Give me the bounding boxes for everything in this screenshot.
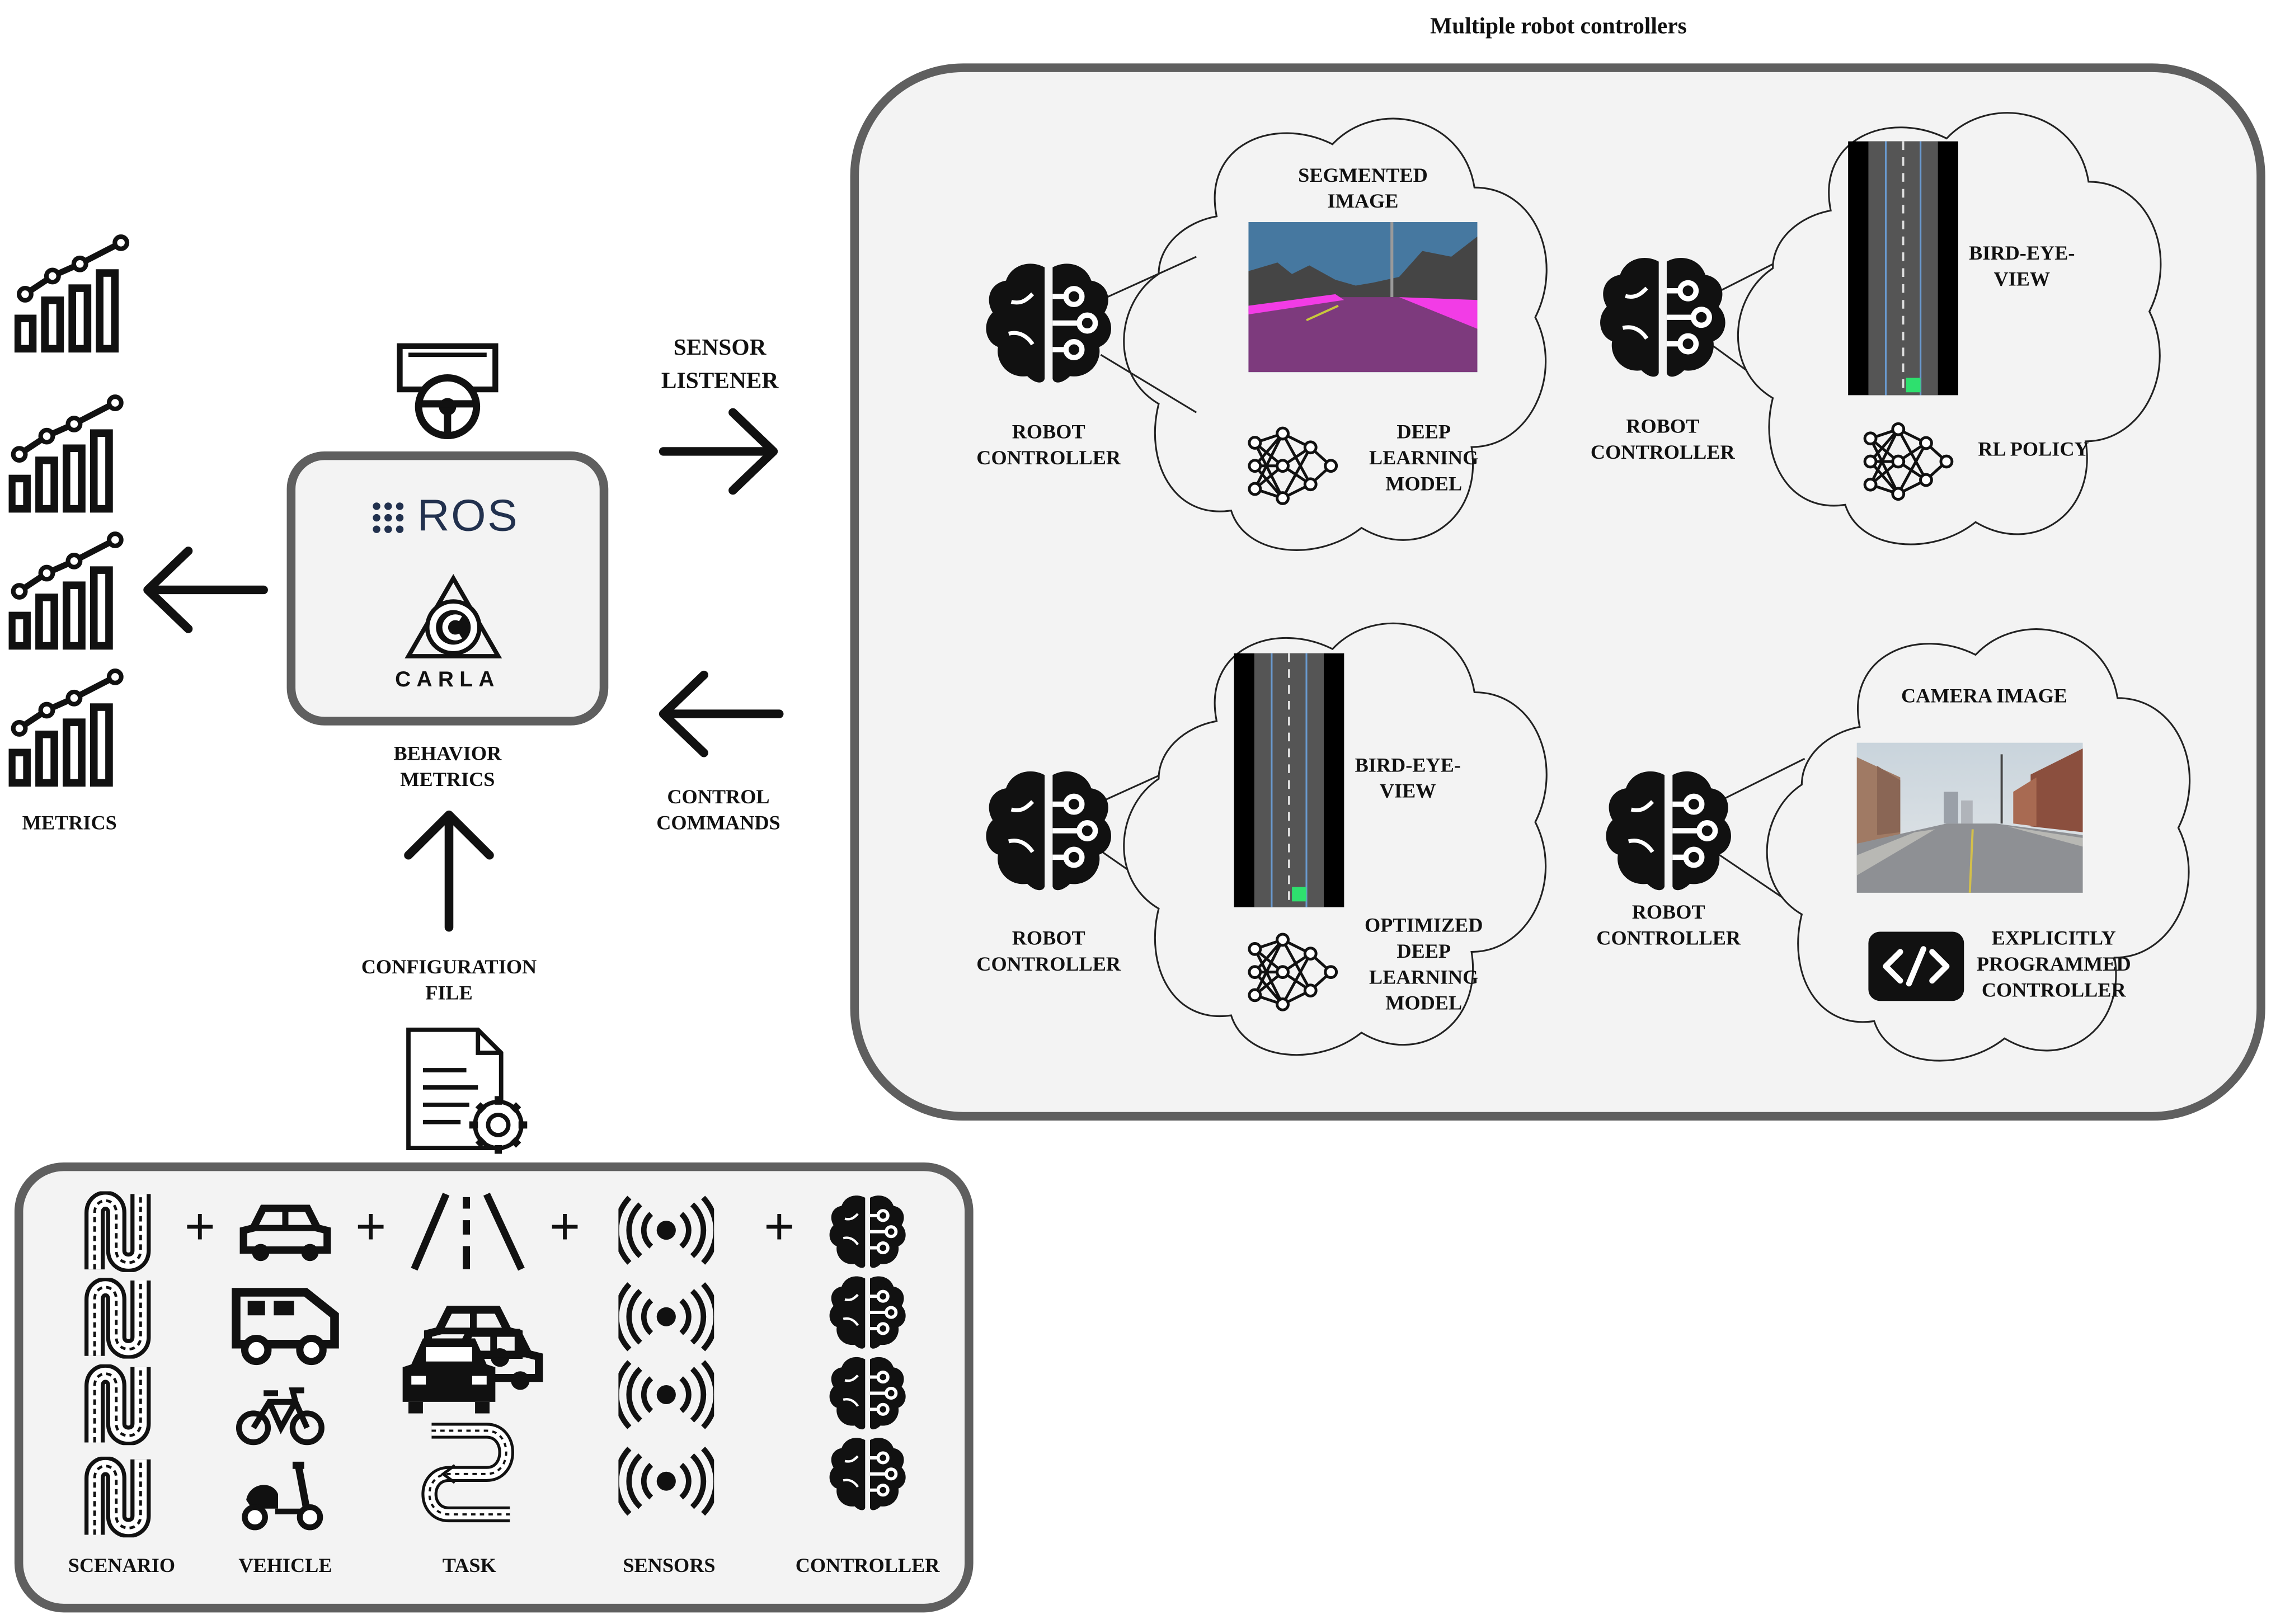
- controller-label: CONTROLLER: [795, 1556, 940, 1578]
- bird-eye-view-image: [1848, 141, 1958, 396]
- plus-sign: +: [184, 1197, 216, 1258]
- scooter-icon: [242, 1461, 323, 1531]
- bicycle-icon: [236, 1387, 325, 1446]
- vehicle-label: VEHICLE: [238, 1556, 332, 1578]
- robot-controller-brain-icon: [1602, 764, 1735, 897]
- ros-dots-icon: [373, 502, 404, 533]
- model-label-line: MODEL: [1385, 474, 1463, 496]
- robot-controller-label-line1: ROBOT: [1012, 422, 1085, 445]
- model-label-line: DEEP: [1397, 942, 1451, 964]
- bird-eye-view-label-line1: BIRD-EYE-: [1969, 243, 2075, 266]
- plus-sign: +: [763, 1197, 795, 1258]
- metrics-label: METRICS: [22, 813, 117, 835]
- model-label-line: MODEL: [1385, 994, 1463, 1015]
- segmented-image-label-line2: IMAGE: [1327, 191, 1399, 214]
- segmented-image: [1248, 222, 1478, 373]
- diagram-title: Multiple robot controllers: [1430, 14, 1687, 39]
- sensor-listener-label-line1: SENSOR: [673, 336, 767, 361]
- robot-controller-label-line1: ROBOT: [1626, 417, 1700, 439]
- ros-logo-text: ROS: [417, 490, 519, 541]
- steering-wheel-icon: [397, 343, 499, 440]
- plus-sign: +: [355, 1197, 387, 1258]
- scenario-label: SCENARIO: [68, 1556, 176, 1578]
- behavior-metrics-label-line1: BEHAVIOR: [393, 744, 502, 766]
- traffic-cars-icon: [402, 1281, 533, 1414]
- configuration-file-label-line1: CONFIGURATION: [361, 957, 537, 980]
- segmented-image-label-line1: SEGMENTED: [1298, 166, 1428, 188]
- carla-logo-icon: [405, 574, 502, 658]
- behavior-metrics-label-line2: METRICS: [400, 770, 495, 792]
- robot-controller-label-line2: CONTROLLER: [976, 448, 1121, 470]
- neural-network-icon: [1861, 415, 1954, 507]
- code-icon: [1868, 931, 1964, 1001]
- arrow-left-control-icon: [659, 670, 784, 757]
- route-path-icon: [421, 1423, 514, 1523]
- van-icon: [232, 1288, 339, 1366]
- camera-image: [1856, 742, 2083, 893]
- robot-controller-label-line1: ROBOT: [1012, 929, 1085, 950]
- plus-sign: +: [549, 1197, 581, 1258]
- carla-logo-text: CARLA: [395, 667, 500, 693]
- sensor-listener-label-line2: LISTENER: [661, 369, 779, 394]
- robot-controller-label-line2: CONTROLLER: [976, 954, 1121, 977]
- robot-controller-brain-icon: [1596, 251, 1729, 384]
- bird-eye-view-image: [1234, 653, 1344, 907]
- neural-network-icon: [1245, 420, 1338, 512]
- bird-eye-view-label-line2: VIEW: [1993, 270, 2051, 291]
- robot-controller-brain-icon: [982, 764, 1115, 897]
- config-file-icon: [406, 1027, 528, 1154]
- arrow-right-sensor-icon: [659, 408, 778, 495]
- task-label: TASK: [442, 1556, 496, 1578]
- robot-controller-label-line2: CONTROLLER: [1596, 929, 1741, 950]
- bird-eye-view-label-line1: BIRD-EYE-: [1355, 755, 1461, 778]
- model-label-line: PROGRAMMED: [1976, 954, 2131, 977]
- neural-network-icon: [1245, 926, 1338, 1018]
- model-label-line: RL POLICY: [1978, 440, 2089, 462]
- sensors-label: SENSORS: [623, 1556, 716, 1578]
- arrow-left-to-metrics-icon: [143, 547, 268, 633]
- control-commands-label-line2: COMMANDS: [656, 813, 780, 835]
- model-label-line: DEEP: [1397, 422, 1451, 445]
- arrow-up-config-icon: [404, 810, 494, 932]
- configuration-file-label-line2: FILE: [425, 983, 473, 1005]
- robot-controller-brain-icon: [982, 257, 1115, 389]
- model-label-line: OPTIMIZED: [1364, 916, 1483, 938]
- robot-controller-label-line1: ROBOT: [1631, 902, 1705, 925]
- robot-controller-label-line2: CONTROLLER: [1590, 443, 1735, 465]
- model-label-line: LEARNING: [1369, 448, 1479, 470]
- lane-road-icon: [411, 1192, 525, 1271]
- control-commands-label-line1: CONTROL: [667, 787, 770, 809]
- bird-eye-view-label-line2: VIEW: [1379, 782, 1436, 804]
- model-label-line: EXPLICITLY: [1991, 929, 2116, 950]
- simulator-hub-box: ROS CARLA: [286, 451, 609, 726]
- model-label-line: LEARNING: [1369, 967, 1479, 990]
- model-label-line: CONTROLLER: [1981, 981, 2126, 1002]
- camera-image-label: CAMERA IMAGE: [1901, 686, 2068, 708]
